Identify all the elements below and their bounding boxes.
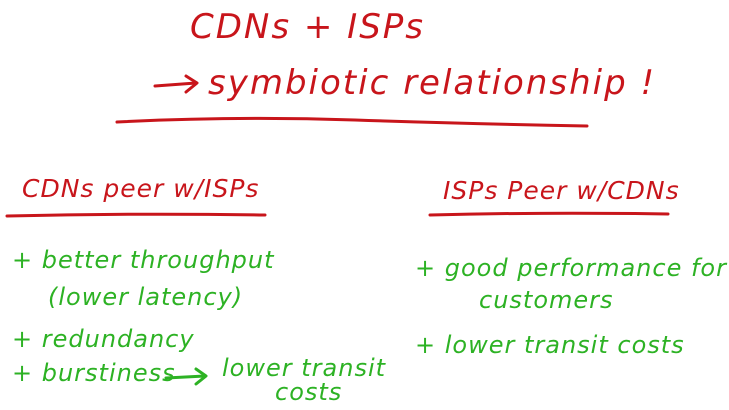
list-item: customers — [479, 286, 614, 314]
page-title: CDNs + ISPs — [190, 7, 425, 47]
list-item: + lower transit costs — [415, 331, 685, 359]
list-item: + good performance for — [415, 254, 727, 282]
left-column-heading: CDNs peer w/ISPs — [22, 174, 260, 203]
left-heading-underline — [5, 212, 267, 218]
right-heading-underline — [428, 211, 670, 217]
list-item: + redundancy — [12, 325, 195, 353]
list-item: + burstiness — [12, 359, 176, 387]
list-item: lower transit — [222, 354, 387, 382]
right-arrow-icon — [153, 74, 199, 94]
title-underline — [115, 116, 589, 128]
subtitle-text: symbiotic relationship ! — [208, 63, 657, 103]
list-item: (lower latency) — [48, 283, 244, 311]
list-item: + better throughput — [12, 246, 275, 274]
right-column-heading: ISPs Peer w/CDNs — [443, 176, 680, 205]
right-arrow-icon — [164, 367, 208, 386]
list-item: costs — [275, 378, 343, 406]
